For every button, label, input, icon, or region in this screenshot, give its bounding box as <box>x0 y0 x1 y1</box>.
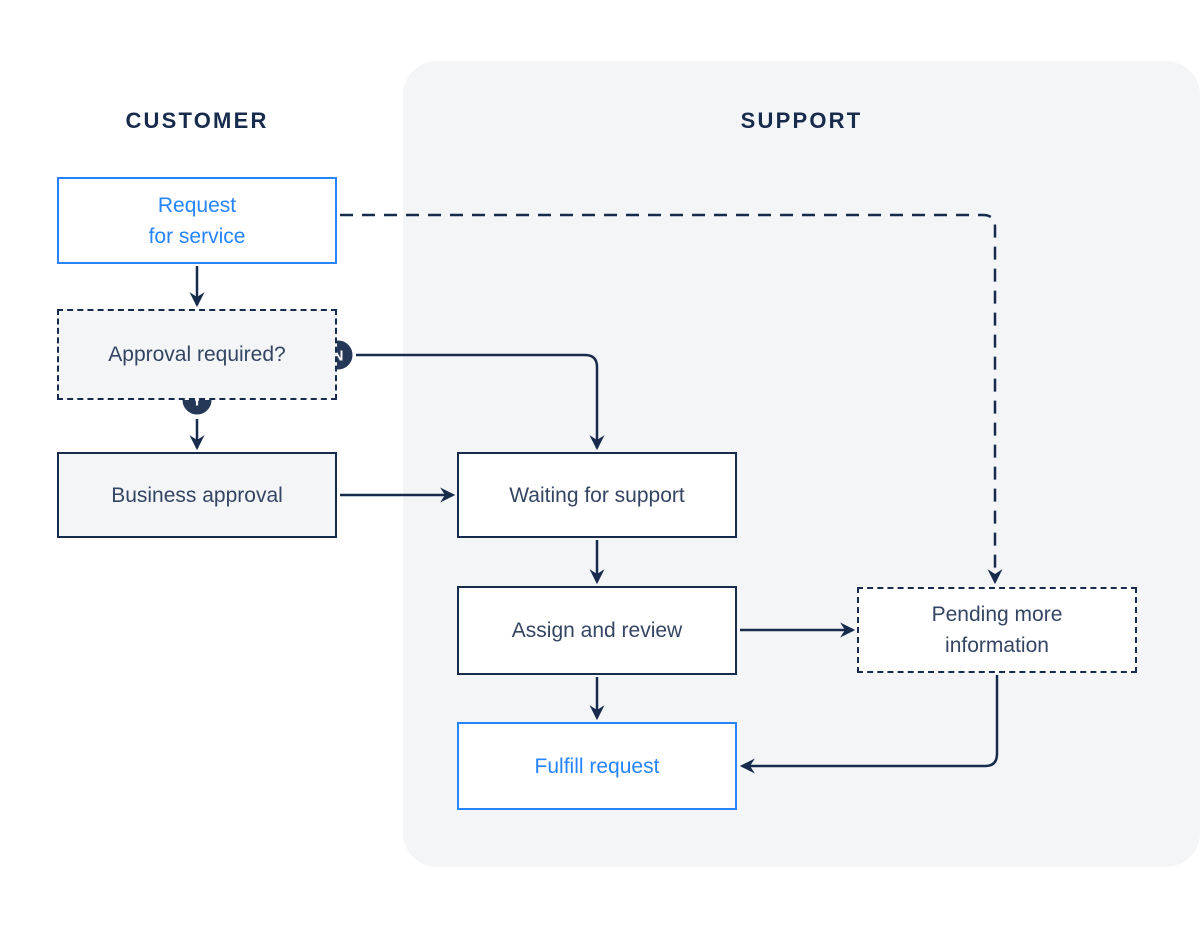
node-assign-and-review: Assign and review <box>457 586 737 675</box>
node-label: Waiting for support <box>509 483 685 507</box>
node-fulfill-request: Fulfill request <box>457 722 737 810</box>
node-label-line: Pending more <box>931 603 1063 626</box>
support-lane-label: SUPPORT <box>740 108 863 133</box>
customer-lane-label: CUSTOMER <box>125 108 269 133</box>
node-pending-more-information: Pending more information <box>857 587 1137 673</box>
node-business-approval: Business approval <box>57 452 337 538</box>
node-label: Fulfill request <box>534 754 660 778</box>
node-label: Business approval <box>111 483 283 507</box>
node-label-line: for service <box>148 224 246 248</box>
node-approval-required: Approval required? <box>57 309 337 400</box>
node-label-line: information <box>945 634 1049 657</box>
node-waiting-for-support: Waiting for support <box>457 452 737 538</box>
node-label: Assign and review <box>511 619 683 642</box>
node-label-line: Request <box>157 193 237 217</box>
node-request-for-service: Request for service <box>57 177 337 264</box>
node-label: Approval required? <box>108 343 286 366</box>
